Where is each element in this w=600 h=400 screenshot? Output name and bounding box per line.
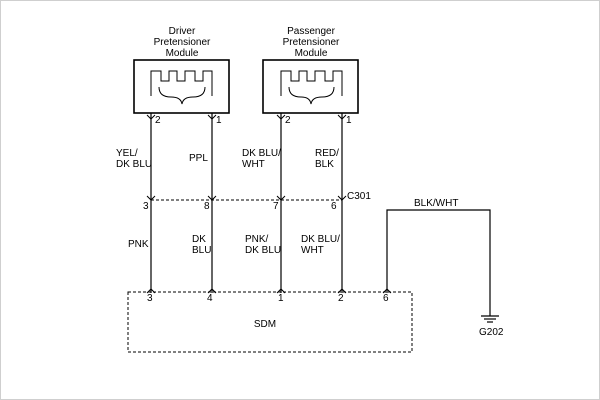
wire-column-4 (337, 113, 347, 294)
connector-pin: 3 (143, 201, 149, 212)
driver-module-title-line2: Pretensioner (154, 37, 211, 48)
sdm-pin: 4 (207, 293, 213, 304)
driver-module-brace-icon (158, 86, 206, 105)
passenger-pin-1: 1 (346, 115, 352, 126)
sdm-pin: 1 (278, 293, 284, 304)
passenger-module-box (262, 59, 359, 114)
ground-wire (382, 209, 491, 316)
connector-pin: 7 (273, 201, 279, 212)
sdm-label: SDM (254, 319, 276, 330)
driver-pretensioner-module: Driver Pretensioner Module (133, 26, 230, 114)
passenger-module-title-line3: Module (295, 48, 328, 59)
sdm-module-box (127, 291, 413, 353)
connector-pin: 8 (204, 201, 210, 212)
wire-color-label: BLK (315, 159, 334, 170)
driver-module-title-line1: Driver (169, 26, 196, 37)
sdm-pin: 2 (338, 293, 344, 304)
sdm-pin: 3 (147, 293, 153, 304)
driver-pin-1: 1 (216, 115, 222, 126)
connector-c301-label: C301 (347, 191, 371, 202)
pin-arrow-icon (337, 114, 347, 120)
driver-module-box (133, 59, 230, 114)
ground-symbol-icon (481, 315, 499, 323)
wire-color-label: DK (192, 234, 206, 245)
ground-label: G202 (479, 327, 504, 338)
passenger-module-title-line2: Pretensioner (283, 37, 340, 48)
passenger-pin-2: 2 (285, 115, 291, 126)
sdm-pin: 6 (383, 293, 389, 304)
driver-squib-element-icon (150, 70, 213, 96)
pin-arrow-icon (276, 114, 286, 120)
wire-color-label: DK BLU/ (301, 234, 340, 245)
passenger-module-brace-icon (288, 86, 335, 105)
wire-color-label: DK BLU (116, 159, 152, 170)
pin-arrow-icon (146, 114, 156, 120)
wire-color-label: BLU (192, 245, 211, 256)
wire-color-label: YEL/ (116, 148, 138, 159)
wire-color-label: PNK/ (245, 234, 269, 245)
driver-pin-2: 2 (155, 115, 161, 126)
connector-pin: 6 (331, 201, 337, 212)
passenger-pretensioner-module: Passenger Pretensioner Module (262, 26, 359, 114)
ground-wire-color-label: BLK/WHT (414, 198, 458, 209)
passenger-squib-element-icon (280, 70, 343, 96)
driver-module-title-line3: Module (166, 48, 199, 59)
wire-color-label: WHT (301, 245, 324, 256)
wire-color-label: RED/ (315, 148, 339, 159)
wire-color-label: DK BLU/ (242, 148, 281, 159)
wire-color-label: PNK (128, 239, 149, 250)
pin-arrow-icon (207, 114, 217, 120)
wire-color-label: PPL (189, 153, 208, 164)
passenger-module-title-line1: Passenger (287, 26, 335, 37)
wire-color-label: WHT (242, 159, 265, 170)
wire-color-label: DK BLU (245, 245, 281, 256)
